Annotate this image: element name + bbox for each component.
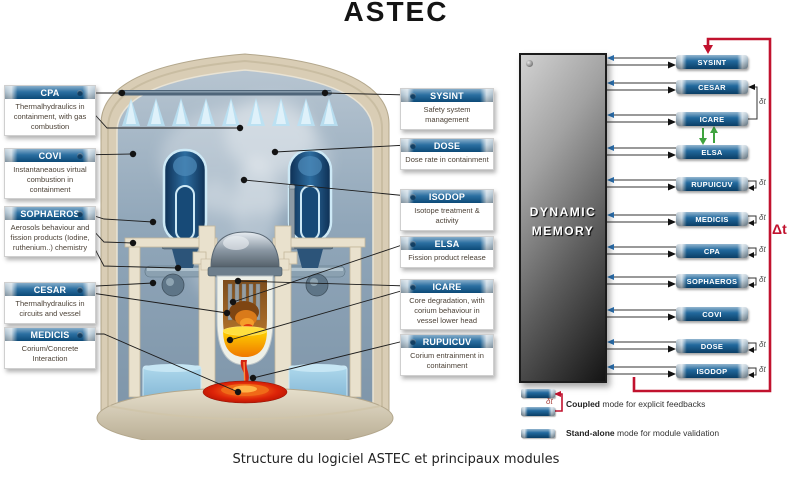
label-box-sophaeros: SOPHAEROS Aerosols behaviour and fission…	[4, 206, 96, 258]
to-memory-arrowheads	[607, 55, 614, 370]
dynamic-memory-label: DYNAMIC MEMORY	[529, 205, 597, 238]
screw-icon	[526, 60, 533, 67]
dt-label-legend: δt	[546, 397, 553, 406]
memory-module-isodop: ISODOP	[676, 364, 748, 378]
label-box-medicis: MEDICIS Corium/Concrete Interaction	[4, 327, 96, 369]
connector-dot	[77, 210, 83, 217]
connector-dot	[410, 338, 416, 345]
dt-feedback-loops	[748, 86, 758, 376]
label-box-isodop: ISODOP Isotope treatment & activity	[400, 189, 494, 231]
label-bar: COVI	[5, 149, 95, 162]
label-box-rupuicuv: RUPUICUV Corium entrainment in containme…	[400, 334, 494, 376]
dynamic-memory-block: DYNAMIC MEMORY	[519, 53, 607, 383]
connector-dot	[410, 283, 416, 290]
connector-dot	[77, 152, 83, 159]
memory-module-icare: ICARE	[676, 112, 748, 126]
dt-loop-arrowheads	[748, 84, 755, 378]
legend-standalone-text: Stand-alone mode for module validation	[566, 428, 720, 438]
corium-flow	[202, 360, 288, 404]
legend-coupled-loop	[554, 391, 563, 412]
connector-dot	[410, 193, 416, 200]
connector-dot	[77, 286, 83, 293]
label-box-elsa: ELSA Fission product release	[400, 236, 494, 268]
dt-label: δt	[759, 245, 766, 254]
connector-dot	[410, 92, 416, 99]
memory-module-cesar: CESAR	[676, 80, 748, 94]
to-module-arrowheads	[668, 61, 676, 378]
memory-module-medicis: MEDICIS	[676, 212, 748, 226]
containment-spray-system	[118, 90, 338, 126]
connector-dot	[77, 331, 83, 338]
memory-module-cpa: CPA	[676, 244, 748, 258]
dt-label: δt	[759, 213, 766, 222]
page-title: ASTEC	[343, 0, 449, 27]
legend-module-bar	[521, 389, 555, 398]
label-bar: DOSE	[401, 139, 493, 152]
memory-module-dose: DOSE	[676, 339, 748, 353]
connector-dot	[410, 142, 416, 149]
legend-module-bar	[521, 429, 555, 438]
legend-module-bar	[521, 407, 555, 416]
figure-caption: Structure du logiciel ASTEC et principau…	[232, 452, 560, 467]
steam-generator-left	[161, 148, 209, 268]
label-bar: ELSA	[401, 237, 493, 250]
label-bar: SYSINT	[401, 89, 493, 102]
dt-macro-timestep-loop	[632, 37, 772, 393]
label-bar: SOPHAEROS	[5, 207, 95, 220]
memory-module-sophaeros: SOPHAEROS	[676, 274, 748, 288]
dt-label: δt	[759, 365, 766, 374]
dt-label: δt	[759, 340, 766, 349]
memory-module-rupuicuv: RUPUICUV	[676, 177, 748, 191]
label-box-dose: DOSE Dose rate in containment	[400, 138, 494, 170]
label-box-cesar: CESAR Thermalhydraulics in circuits and …	[4, 282, 96, 324]
label-box-sysint: SYSINT Safety system management	[400, 88, 494, 130]
label-bar: CESAR	[5, 283, 95, 296]
legend-coupled-text: Coupled mode for explicit feedbacks	[566, 399, 706, 409]
icare-elsa-feedback-arrows	[699, 126, 718, 145]
label-bar: ISODOP	[401, 190, 493, 203]
memory-module-elsa: ELSA	[676, 145, 748, 159]
label-bar: CPA	[5, 86, 95, 99]
instrument-mast	[288, 183, 296, 250]
memory-module-covi: COVI	[676, 307, 748, 321]
label-box-covi: COVI Instantaneaous virtual combustion i…	[4, 148, 96, 200]
leader-lines	[76, 92, 409, 393]
label-bar: RUPUICUV	[401, 335, 493, 348]
memory-module-sysint: SYSINT	[676, 55, 748, 69]
connector-dot	[77, 89, 83, 96]
spray-nozzles	[122, 98, 338, 126]
label-bar: MEDICIS	[5, 328, 95, 341]
dt-macro-label: Δt	[772, 221, 787, 237]
connector-dot	[410, 240, 416, 247]
label-box-cpa: CPA Thermalhydraulics in containment, wi…	[4, 85, 96, 137]
label-box-icare: ICARE Core degradation, with corium beha…	[400, 279, 494, 331]
dt-label: δt	[759, 97, 766, 106]
dt-label: δt	[759, 275, 766, 284]
connector-dots	[118, 89, 329, 396]
label-bar: ICARE	[401, 280, 493, 293]
memory-module-links	[607, 55, 676, 378]
dt-label: δt	[759, 178, 766, 187]
molten-pool-lower-head	[223, 330, 267, 357]
